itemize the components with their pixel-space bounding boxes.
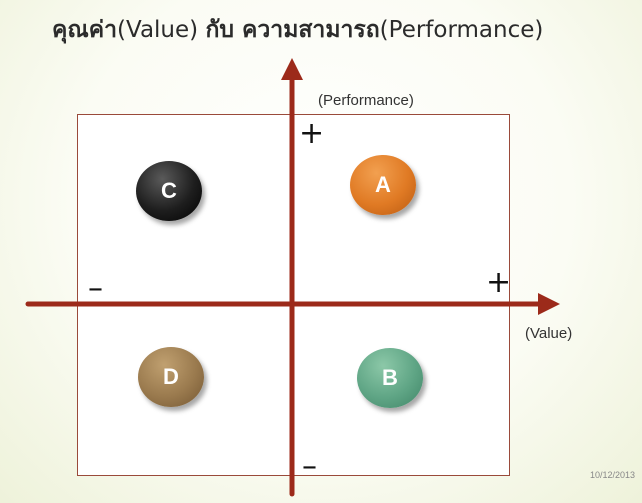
slide-date: 10/12/2013	[590, 470, 636, 480]
quadrant-b-circle: B	[357, 348, 423, 408]
title-performance-thai: กับ ความสามารถ	[205, 17, 380, 43]
x-axis-plus-sign: +	[486, 265, 512, 300]
quadrant-a-label: A	[375, 172, 391, 197]
title-value-en: (Value)	[117, 17, 206, 43]
slide-title: คุณค่า(Value) กับ ความสามารถ(Performance…	[52, 12, 543, 48]
quadrant-b-label: B	[382, 365, 398, 390]
quadrant-a-circle: A	[350, 155, 416, 215]
y-axis-plus-sign: +	[299, 116, 325, 151]
title-value-thai: คุณค่า	[52, 17, 118, 43]
y-axis-arrowhead	[281, 58, 303, 80]
quadrant-d-circle: D	[138, 347, 204, 407]
x-axis-label: (Value)	[525, 325, 573, 342]
y-axis-minus-sign: –	[302, 449, 317, 484]
quadrant-c-circle: C	[136, 161, 202, 221]
title-performance-en: (Performance)	[379, 17, 544, 43]
x-axis-minus-sign: –	[88, 271, 103, 306]
quadrant-c-label: C	[161, 178, 177, 203]
x-axis-arrowhead	[538, 293, 560, 315]
y-axis-label: (Performance)	[318, 92, 414, 109]
quadrant-d-label: D	[163, 364, 179, 389]
